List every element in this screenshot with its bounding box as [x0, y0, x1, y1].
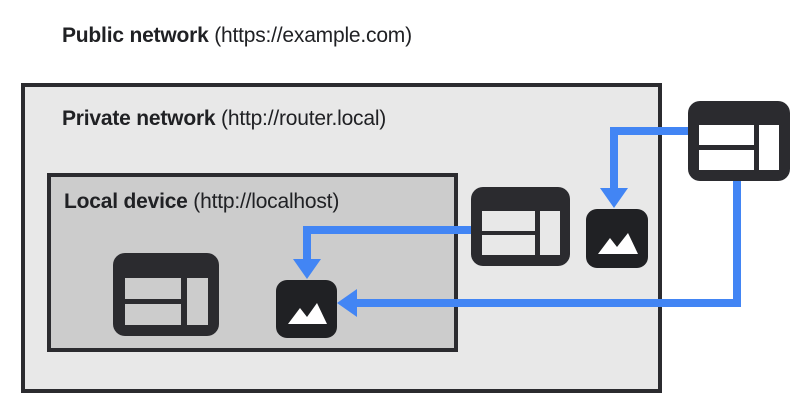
local-device-title: Local device (http://localhost)	[64, 190, 339, 214]
public-browser-window-icon[interactable]	[688, 101, 790, 181]
browser-pane-top-left	[482, 211, 535, 231]
connector-private-to-local-image-vertical	[303, 226, 311, 262]
private-image-icon[interactable]	[586, 209, 648, 268]
local-device-label: Local device	[64, 190, 188, 213]
local-browser-window-icon[interactable]	[113, 253, 219, 336]
image-mountain-glyph	[598, 233, 638, 254]
private-network-url: (http://router.local)	[215, 107, 387, 130]
arrowhead-private-to-local-image	[293, 259, 321, 279]
connector-public-to-local-image-vertical	[733, 178, 741, 307]
browser-pane-top-left	[125, 278, 181, 299]
connector-public-to-local-image-horizontal	[357, 299, 741, 307]
arrowhead-public-to-local-image	[337, 289, 357, 317]
browser-pane-right	[540, 211, 560, 255]
arrowhead-public-to-private-image	[600, 188, 628, 208]
browser-pane-bottom-left	[482, 235, 535, 255]
connector-public-to-private-image-horizontal	[614, 127, 690, 135]
connector-public-to-private-image-vertical	[610, 127, 618, 191]
public-network-label: Public network	[62, 24, 209, 47]
private-network-label: Private network	[62, 107, 216, 130]
public-network-title: Public network (https://example.com)	[62, 24, 412, 48]
private-browser-window-icon[interactable]	[471, 187, 570, 266]
browser-pane-bottom-left	[125, 304, 181, 325]
browser-pane-bottom-left	[699, 150, 754, 170]
local-device-url: (http://localhost)	[187, 190, 340, 213]
connector-private-to-local-image-horizontal	[303, 226, 475, 234]
browser-pane-right	[187, 278, 208, 325]
browser-pane-top-left	[699, 125, 754, 145]
image-frame	[586, 209, 648, 268]
image-mountain-glyph	[288, 303, 327, 324]
browser-pane-right	[759, 125, 779, 170]
local-image-icon[interactable]	[276, 280, 337, 338]
image-frame	[276, 280, 337, 338]
public-network-url: (https://example.com)	[208, 24, 412, 47]
private-network-title: Private network (http://router.local)	[62, 107, 386, 131]
